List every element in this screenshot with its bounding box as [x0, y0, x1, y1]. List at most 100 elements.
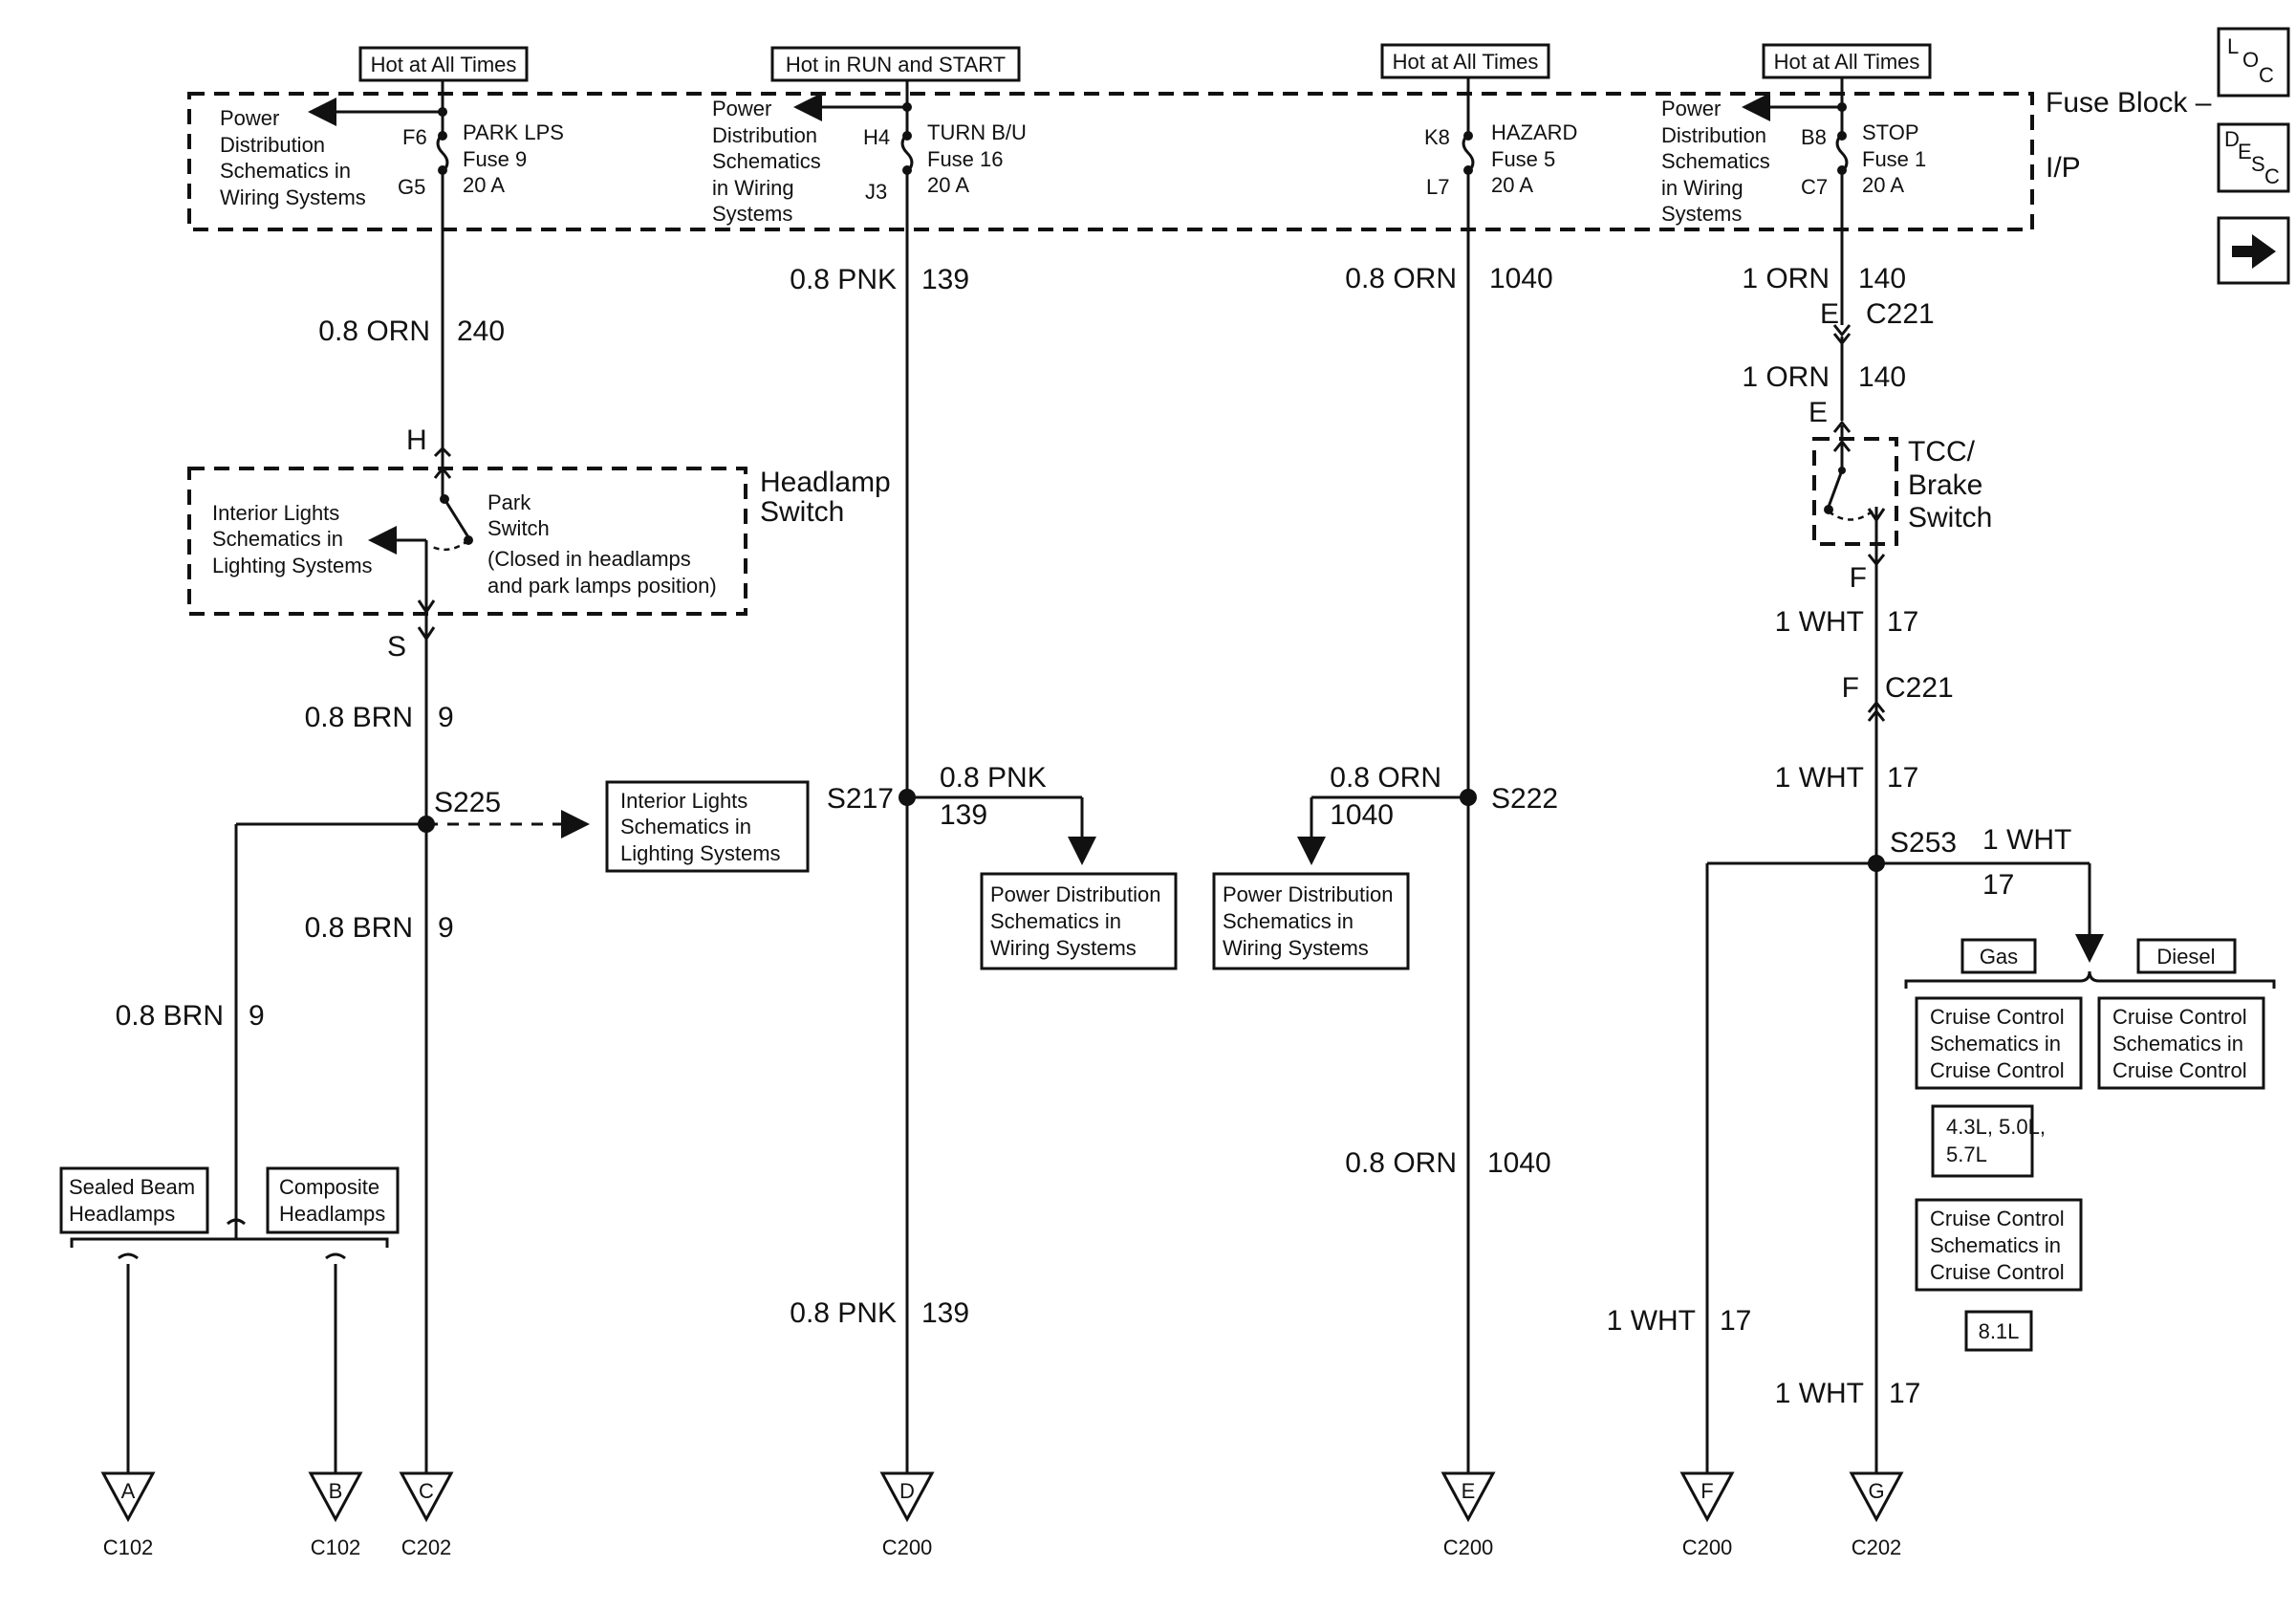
fuel-option-bracket: [1904, 970, 2276, 989]
svg-text:E: E: [1820, 298, 1839, 330]
svg-text:Schematics: Schematics: [1661, 149, 1770, 173]
wire-label-240: 0.8 ORN 240: [318, 316, 505, 347]
svg-text:0.8 ORN: 0.8 ORN: [1330, 762, 1441, 794]
svg-text:L: L: [2227, 34, 2239, 58]
svg-text:Hot at All Times: Hot at All Times: [1774, 50, 1920, 74]
terminal-connector: C200: [1443, 1535, 1494, 1559]
svg-text:20 A: 20 A: [463, 173, 505, 197]
svg-text:Power: Power: [1661, 97, 1721, 120]
svg-text:Hot at All Times: Hot at All Times: [1393, 50, 1539, 74]
tcc-brake-switch: E TCC/ Brake Switch F: [1809, 397, 1992, 1472]
svg-text:Power Distribution: Power Distribution: [990, 882, 1161, 906]
gas-option-label: Gas: [1960, 938, 2037, 974]
svg-text:TCC/: TCC/: [1908, 436, 1976, 468]
svg-text:140: 140: [1858, 361, 1906, 393]
svg-text:0.8 BRN: 0.8 BRN: [116, 1000, 224, 1032]
supply-label-park: Hot at All Times: [358, 46, 529, 82]
terminal-letter: G: [1868, 1479, 1884, 1503]
svg-text:G5: G5: [398, 175, 425, 199]
svg-text:Headlamps: Headlamps: [279, 1202, 385, 1226]
desc-button[interactable]: D E S C: [2217, 122, 2290, 193]
cruise-ref-gas: Cruise Control Schematics in Cruise Cont…: [1915, 996, 2083, 1090]
svg-text:C221: C221: [1885, 672, 1954, 704]
svg-text:Schematics in: Schematics in: [620, 815, 751, 838]
svg-text:Power: Power: [712, 97, 771, 120]
svg-text:C221: C221: [1866, 298, 1935, 330]
svg-text:F: F: [1842, 672, 1859, 704]
svg-text:O: O: [2242, 48, 2259, 72]
svg-text:E: E: [2238, 140, 2252, 163]
svg-text:5.7L: 5.7L: [1946, 1143, 1987, 1166]
svg-text:Power Distribution: Power Distribution: [1223, 882, 1394, 906]
terminal-connector: C102: [311, 1535, 361, 1559]
svg-text:Wiring Systems: Wiring Systems: [220, 185, 366, 209]
cruise-ref-gas-2: Cruise Control Schematics in Cruise Cont…: [1915, 1198, 2083, 1292]
engine-label-small: 4.3L, 5.0L, 5.7L: [1931, 1104, 2046, 1178]
svg-text:Sealed Beam: Sealed Beam: [69, 1175, 195, 1199]
svg-text:Distribution: Distribution: [712, 123, 817, 147]
svg-text:S: S: [387, 631, 406, 663]
svg-text:S225: S225: [434, 787, 501, 818]
svg-text:Park: Park: [487, 490, 531, 514]
svg-text:0.8 PNK: 0.8 PNK: [940, 762, 1047, 794]
svg-text:Interior Lights: Interior Lights: [212, 501, 339, 525]
terminal-connector: C102: [103, 1535, 154, 1559]
svg-text:0.8 PNK: 0.8 PNK: [790, 264, 897, 295]
wire-label-1040-bottom: 0.8 ORN 1040: [1345, 1147, 1550, 1179]
svg-text:140: 140: [1858, 263, 1906, 294]
wire-label-139-bottom: 0.8 PNK 139: [790, 1297, 969, 1329]
svg-text:17: 17: [1982, 869, 2014, 901]
wire-label-9-a: 0.8 BRN 9: [305, 702, 454, 733]
engine-label-81: 8.1L: [1964, 1310, 2033, 1352]
svg-text:Schematics in: Schematics in: [212, 527, 343, 551]
terminal-connector: C202: [1852, 1535, 1902, 1559]
svg-text:B8: B8: [1801, 125, 1827, 149]
svg-text:17: 17: [1720, 1305, 1751, 1337]
svg-text:C: C: [2264, 164, 2280, 188]
composite-option: Composite Headlamps: [266, 1166, 400, 1234]
svg-text:20 A: 20 A: [927, 173, 969, 197]
svg-text:0.8 PNK: 0.8 PNK: [790, 1297, 897, 1329]
terminal-connector: C200: [1682, 1535, 1733, 1559]
svg-text:0.8 ORN: 0.8 ORN: [1345, 1147, 1457, 1179]
wire-label-17-d: 1 WHT 17: [1775, 1378, 1921, 1409]
svg-text:K8: K8: [1424, 125, 1450, 149]
interior-lights-ref-box: Interior Lights Schematics in Lighting S…: [605, 780, 810, 873]
svg-text:9: 9: [249, 1000, 265, 1032]
svg-text:D: D: [2224, 127, 2240, 151]
svg-text:Schematics in: Schematics in: [1930, 1233, 2061, 1257]
svg-text:and park lamps position): and park lamps position): [487, 574, 717, 598]
svg-text:H: H: [406, 425, 427, 456]
svg-text:Fuse 1: Fuse 1: [1862, 147, 1926, 171]
connector-c221-lower: F C221: [1842, 672, 1954, 722]
svg-text:Cruise Control: Cruise Control: [1930, 1207, 2065, 1230]
loc-button[interactable]: L O C: [2217, 27, 2290, 98]
svg-text:Hot in RUN and START: Hot in RUN and START: [786, 53, 1006, 76]
sealed-beam-option: Sealed Beam Headlamps: [59, 1166, 209, 1234]
svg-text:Schematics: Schematics: [712, 149, 821, 173]
svg-text:Gas: Gas: [1980, 945, 2018, 969]
svg-text:1 WHT: 1 WHT: [1775, 606, 1864, 638]
wire-label-140-top: 1 ORN 140: [1742, 263, 1906, 294]
supply-label-turn: Hot in RUN and START: [770, 46, 1021, 82]
svg-text:Brake: Brake: [1908, 469, 1982, 501]
svg-text:Cruise Control: Cruise Control: [2112, 1005, 2247, 1029]
svg-text:1040: 1040: [1489, 263, 1553, 294]
svg-text:240: 240: [457, 316, 505, 347]
wire-label-1040-top: 0.8 ORN 1040: [1345, 263, 1552, 294]
svg-text:Interior Lights: Interior Lights: [620, 789, 747, 813]
svg-text:S: S: [2251, 152, 2265, 176]
next-button[interactable]: [2217, 216, 2290, 285]
svg-text:1040: 1040: [1330, 799, 1394, 831]
svg-text:8.1L: 8.1L: [1979, 1319, 2020, 1343]
svg-text:L7: L7: [1426, 175, 1449, 199]
svg-text:17: 17: [1887, 606, 1918, 638]
svg-text:1 WHT: 1 WHT: [1775, 762, 1864, 794]
svg-text:S217: S217: [827, 783, 894, 815]
svg-text:Systems: Systems: [1661, 202, 1742, 226]
